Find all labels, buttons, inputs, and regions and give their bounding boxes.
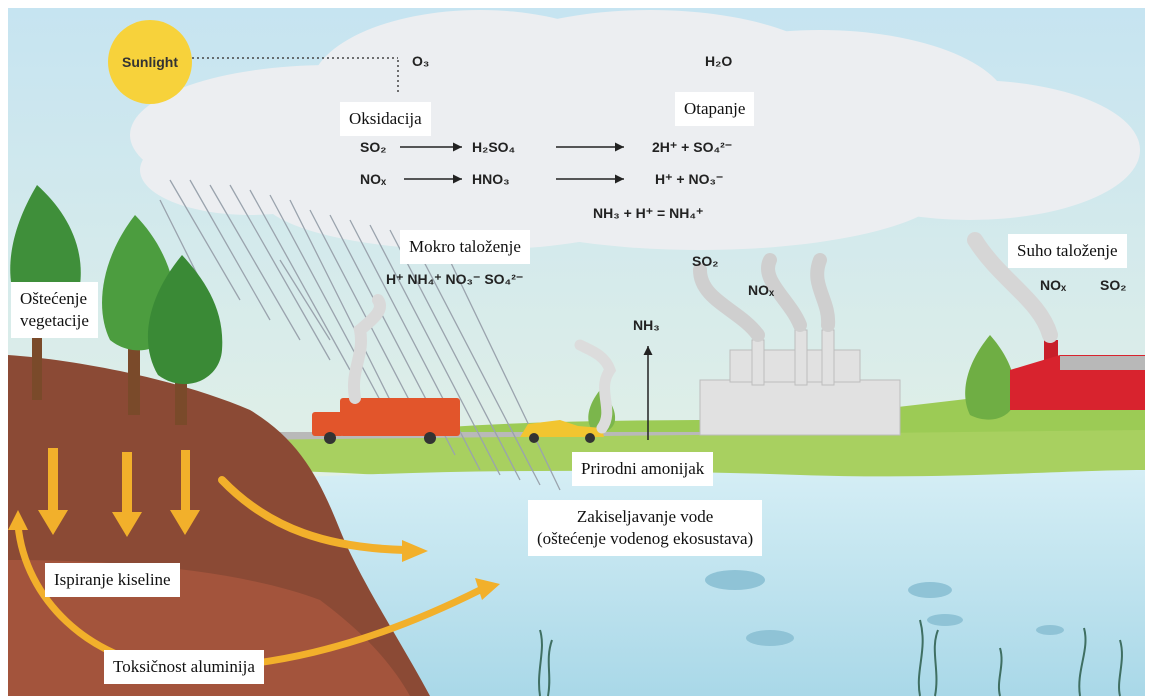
eq1-product: 2H⁺ + SO₄²⁻: [652, 139, 732, 155]
aluminium-flow-arrow-tail: [8, 510, 28, 530]
eq3: NH₃ + H⁺ = NH₄⁺: [593, 205, 703, 221]
label-toksicnost-aluminija: Toksičnost aluminija: [104, 650, 264, 684]
wet-deposition-ions: H⁺ NH₄⁺ NO₃⁻ SO₄²⁻: [386, 271, 523, 287]
eq2-product: H⁺ + NO₃⁻: [655, 171, 723, 187]
so2-formula: SO₂: [360, 139, 386, 155]
sun-label: Sunlight: [122, 54, 178, 70]
aluminium-flow-arrow-head: [475, 578, 500, 600]
label-mokro-talozenje: Mokro taloženje: [400, 230, 530, 264]
label-ostecenje-line1: Oštećenje: [20, 289, 88, 308]
label-oksidacija: Oksidacija: [340, 102, 431, 136]
fish: [705, 570, 1064, 646]
water-weeds: [538, 619, 1123, 697]
factory: [693, 253, 901, 436]
label-ostecenje-vegetacije: Oštećenje vegetacije: [11, 282, 98, 338]
nox-formula: NOₓ: [360, 171, 387, 187]
sun: [108, 20, 192, 104]
label-zakiseljavanje-line2: (oštećenje vodenog ekosustava): [537, 529, 754, 548]
dry-nox: NOₓ: [1040, 277, 1067, 293]
leaching-arrows: [38, 448, 200, 537]
label-otapanje: Otapanje: [675, 92, 755, 126]
h2so4-formula: H₂SO₄: [472, 139, 515, 155]
factory-nox: NOₓ: [748, 282, 775, 298]
hno3-formula: HNO₃: [472, 171, 510, 187]
dry-so2: SO₂: [1100, 277, 1126, 293]
flow-arrow-to-lake: [218, 476, 409, 554]
lake: [250, 470, 1145, 696]
o3-formula: O₃: [412, 53, 429, 69]
h2o-formula: H₂O: [705, 53, 732, 69]
cloud: [130, 10, 1140, 250]
label-suho-talozenje: Suho taloženje: [1008, 234, 1127, 268]
label-ostecenje-line2: vegetacije: [20, 311, 89, 330]
ammonia-formula: NH₃: [633, 317, 660, 333]
label-ispiranje-kiseline: Ispiranje kiseline: [45, 563, 180, 597]
truck: [312, 294, 460, 444]
factory-so2: SO₂: [692, 253, 718, 269]
label-prirodni-amonijak: Prirodni amonijak: [572, 452, 714, 486]
car: [520, 339, 617, 443]
label-zakiseljavanje-vode: Zakiseljavanje vode (oštećenje vodenog e…: [528, 500, 763, 556]
barn: [967, 232, 1145, 410]
label-zakiseljavanje-line1: Zakiseljavanje vode: [576, 507, 714, 526]
flow-arrow-to-lake-head: [402, 540, 428, 562]
